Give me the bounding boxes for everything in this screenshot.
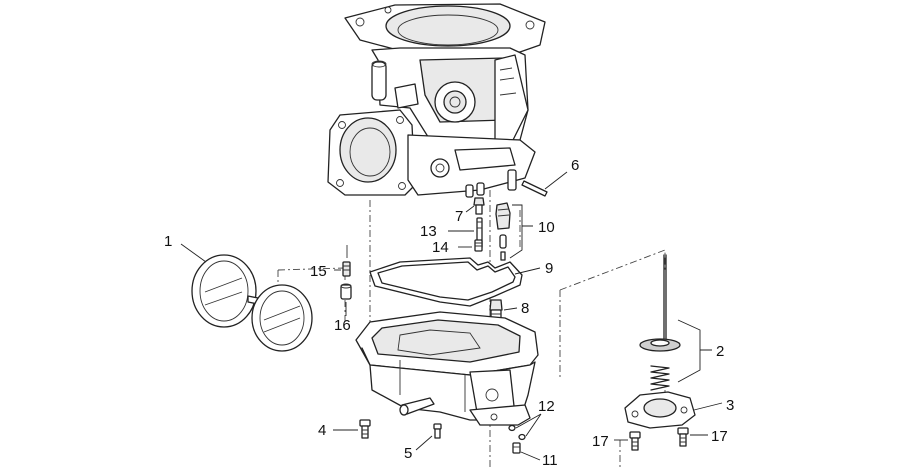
part-15-screw [334,245,351,277]
callout-2: 2 [716,343,724,360]
carburetor-body [327,3,546,198]
callout-8: 8 [521,300,529,317]
callout-17-left: 17 [592,433,609,450]
callout-5: 5 [404,445,412,462]
callout-14: 14 [432,239,449,256]
callout-13: 13 [420,223,437,240]
float-bowl [355,311,539,426]
part-5-screw [415,423,442,451]
part-12-o-rings [508,413,542,441]
part-6-pin [521,171,568,197]
part-16-collar [340,283,352,316]
part-11-drain-plug [512,442,541,461]
callout-11: 11 [542,452,558,469]
callout-labels: 1 2 3 4 5 6 7 8 9 10 11 12 13 14 15 16 1… [164,157,734,469]
callout-15: 15 [310,263,327,280]
callout-9: 9 [545,260,553,277]
callout-3: 3 [726,397,734,414]
part-4-screw [333,419,371,439]
part-1-floats [180,243,313,352]
callout-17-right: 17 [711,428,728,445]
part-10-pilot-screw-set [495,202,533,261]
callout-4: 4 [318,422,326,439]
callout-12: 12 [538,398,555,415]
callout-7: 7 [455,208,463,225]
callout-10: 10 [538,219,555,236]
callout-1: 1 [164,233,172,250]
callout-16: 16 [334,317,351,334]
part-2-needle-assembly [639,254,712,391]
part-7-jet [465,197,485,215]
callout-6: 6 [571,157,579,174]
part-17-screws [614,427,708,451]
part-9-gasket [369,257,541,307]
part-3-cover-plate [624,391,723,429]
part-14-jet [458,239,483,252]
